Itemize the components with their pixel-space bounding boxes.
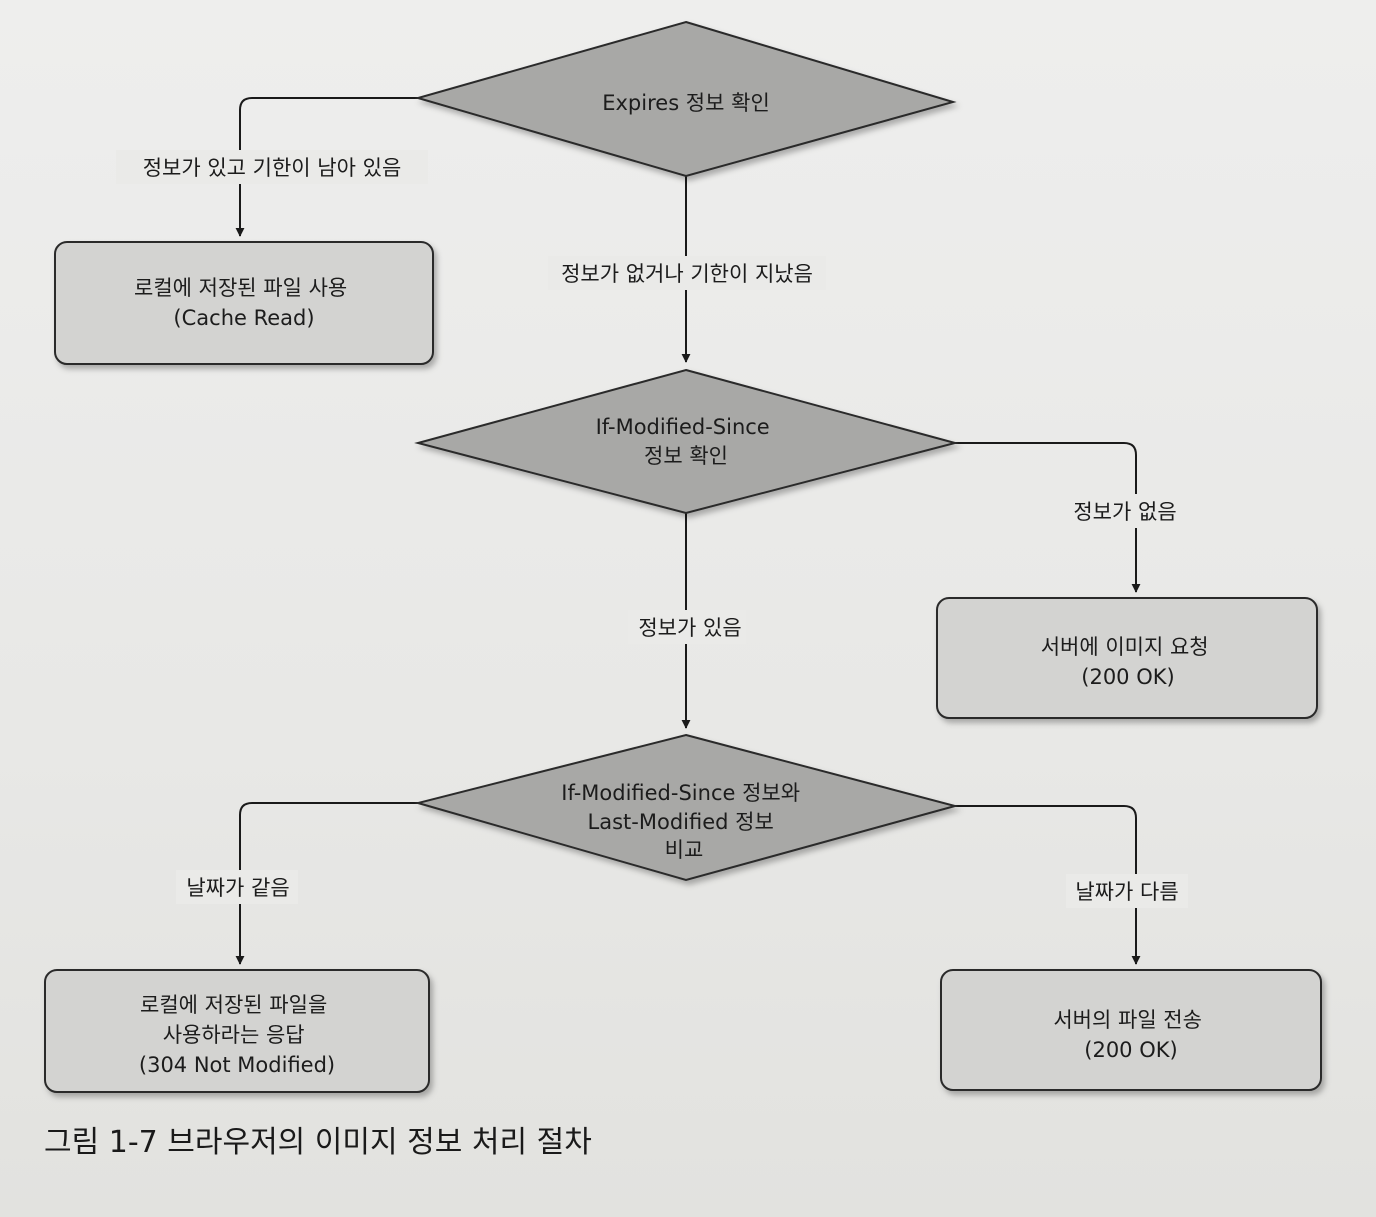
process-send-file-line-1: 서버의 파일 전송 [1053,1008,1202,1032]
edge-expires-to-cache-read [235,97,418,237]
process-cache-read-line-2: (Cache Read) [173,306,314,330]
edge-label-no-info-expired: 정보가 없거나 기한이 지났음 [561,262,813,286]
process-cache-read [54,241,434,365]
decision-expires-line-1: Expires 정보 확인 [602,91,770,115]
process-send-file-line-2: (200 OK) [1084,1038,1177,1062]
decision-if-modified-since-line-1: If-Modified-Since [596,415,770,439]
process-cache-read-line-1: 로컬에 저장된 파일 사용 [134,276,347,300]
edge-label-has-info-valid: 정보가 있고 기한이 남아 있음 [143,156,402,180]
process-cache-read-label: 로컬에 저장된 파일 사용 (Cache Read) [134,276,354,330]
edge-label-bg [1066,494,1184,528]
process-not-modified-line-1: 로컬에 저장된 파일을 [140,993,327,1017]
process-request-image-line-1: 서버에 이미지 요청 [1041,635,1209,659]
edge-label-bg [628,610,746,644]
decision-compare-label: If-Modified-Since 정보와 Last-Modified 정보 비… [561,781,806,862]
edge-if-modified-to-request-image [955,442,1141,593]
decision-if-modified-since-label: If-Modified-Since 정보 확인 [596,415,777,468]
process-request-image-label: 서버에 이미지 요청 (200 OK) [1041,635,1216,689]
process-not-modified-line-2: 사용하라는 응답 [163,1023,305,1047]
edge-label-diff-date: 날짜가 다름 [1075,880,1178,904]
decision-expires [414,20,957,178]
edge-label-bg [548,256,826,290]
process-request-image-line-2: (200 OK) [1081,665,1174,689]
decision-compare-line-2: Last-Modified 정보 [588,810,774,834]
figure-caption: 그림 1-7 브라우저의 이미지 정보 처리 절차 [44,1125,592,1160]
process-not-modified-line-3: (304 Not Modified) [139,1053,335,1077]
process-send-file-label: 서버의 파일 전송 (200 OK) [1053,1008,1208,1062]
process-not-modified [44,969,430,1093]
decision-compare-line-3: 비교 [665,838,704,862]
decision-compare-line-1: If-Modified-Since 정보와 [561,781,800,805]
edge-label-same-date: 날짜가 같음 [186,876,289,900]
edge-compare-to-send-file [955,805,1141,965]
edge-label-no-info: 정보가 없음 [1073,500,1176,524]
decision-expires-label: Expires 정보 확인 [602,91,770,115]
process-send-file [940,969,1322,1091]
edge-label-bg [1066,874,1188,908]
edge-compare-to-not-modified [235,802,418,965]
edge-label-bg [116,150,428,184]
edge-label-has-info: 정보가 있음 [638,616,741,640]
process-request-image [936,597,1318,719]
edge-label-bg [176,870,298,904]
decision-if-modified-since [414,368,959,515]
decision-compare [414,733,959,882]
process-not-modified-label: 로컬에 저장된 파일을 사용하라는 응답 (304 Not Modified) [139,993,335,1077]
decision-if-modified-since-line-2: 정보 확인 [644,444,728,468]
